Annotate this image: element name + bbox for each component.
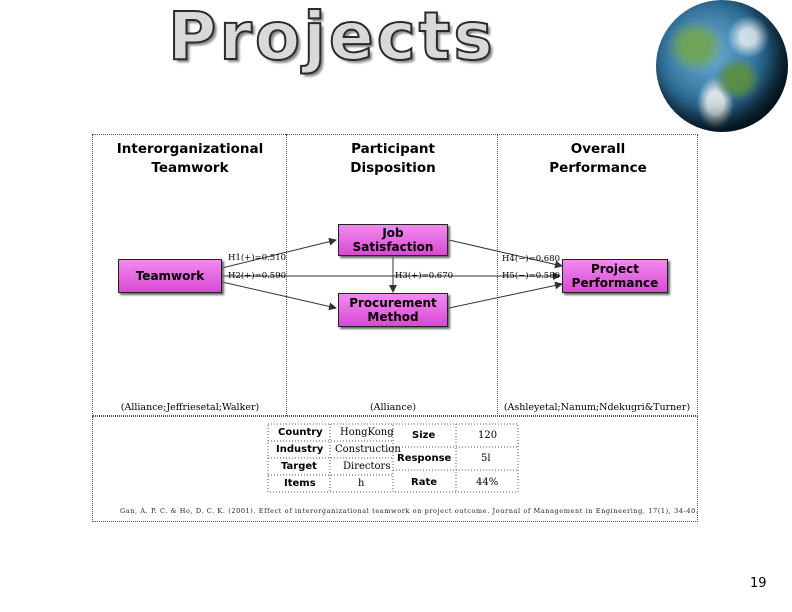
- study-items-value: h: [358, 478, 365, 489]
- study-frame: [92, 416, 698, 522]
- study-target-value: Directors: [343, 461, 391, 472]
- study-country-label: Country: [278, 427, 323, 438]
- node-teamwork: Teamwork: [118, 259, 222, 293]
- column-divider-left: [286, 134, 287, 416]
- column-divider-right: [497, 134, 498, 416]
- arrow-h2: [221, 281, 337, 311]
- study-size-label: Size: [412, 430, 436, 441]
- citation: Gan, A. P. C. & Ho, D. C. K. (2001). Eff…: [120, 507, 699, 515]
- study-items-label: Items: [284, 478, 316, 489]
- hypothesis-h2: H2(+)=0.590: [228, 271, 287, 281]
- node-job-satisfaction: Job Satisfaction: [338, 224, 448, 256]
- page-number: 19: [750, 576, 767, 591]
- header-overall-performance: Overall Performance: [549, 141, 647, 176]
- arrow-h4: [448, 239, 563, 269]
- diagram-frame: [92, 134, 698, 416]
- hypothesis-h4: H4(−)=0.680: [502, 254, 561, 264]
- source-col2: (Alliance): [369, 402, 417, 413]
- header-interorganizational-teamwork: Interorganizational Teamwork: [116, 141, 264, 176]
- hypothesis-h1: H1(+)=0.510: [228, 253, 287, 263]
- study-size-value: 120: [478, 430, 498, 441]
- study-industry-label: Industry: [276, 444, 324, 455]
- globe-image: [656, 0, 788, 132]
- page-title: Projects: [167, 0, 496, 75]
- study-country-value: HongKong: [340, 427, 394, 438]
- study-response-label: Response: [397, 453, 452, 464]
- node-procurement-method: Procurement Method: [338, 293, 448, 327]
- study-industry-value: Construction: [335, 444, 401, 455]
- node-project-performance: Project Performance: [562, 259, 668, 293]
- study-rate-value: 44%: [476, 477, 499, 488]
- arrow-h1: [221, 237, 337, 269]
- study-response-value: 5l: [481, 453, 491, 464]
- study-target-label: Target: [281, 461, 317, 472]
- source-col3: (Ashleyetal;Nanum;Ndekugri&Turner): [503, 402, 691, 413]
- arrow-h5: [448, 281, 563, 309]
- hypothesis-h5: H5(−)=0.580: [502, 271, 561, 281]
- header-participant-disposition: Participant Disposition: [350, 141, 436, 176]
- study-rate-label: Rate: [411, 477, 438, 488]
- hypothesis-h3: H3(+)=0.670: [395, 271, 454, 281]
- source-col1: (Alliance;Jeffriesetal;Walker): [120, 402, 260, 413]
